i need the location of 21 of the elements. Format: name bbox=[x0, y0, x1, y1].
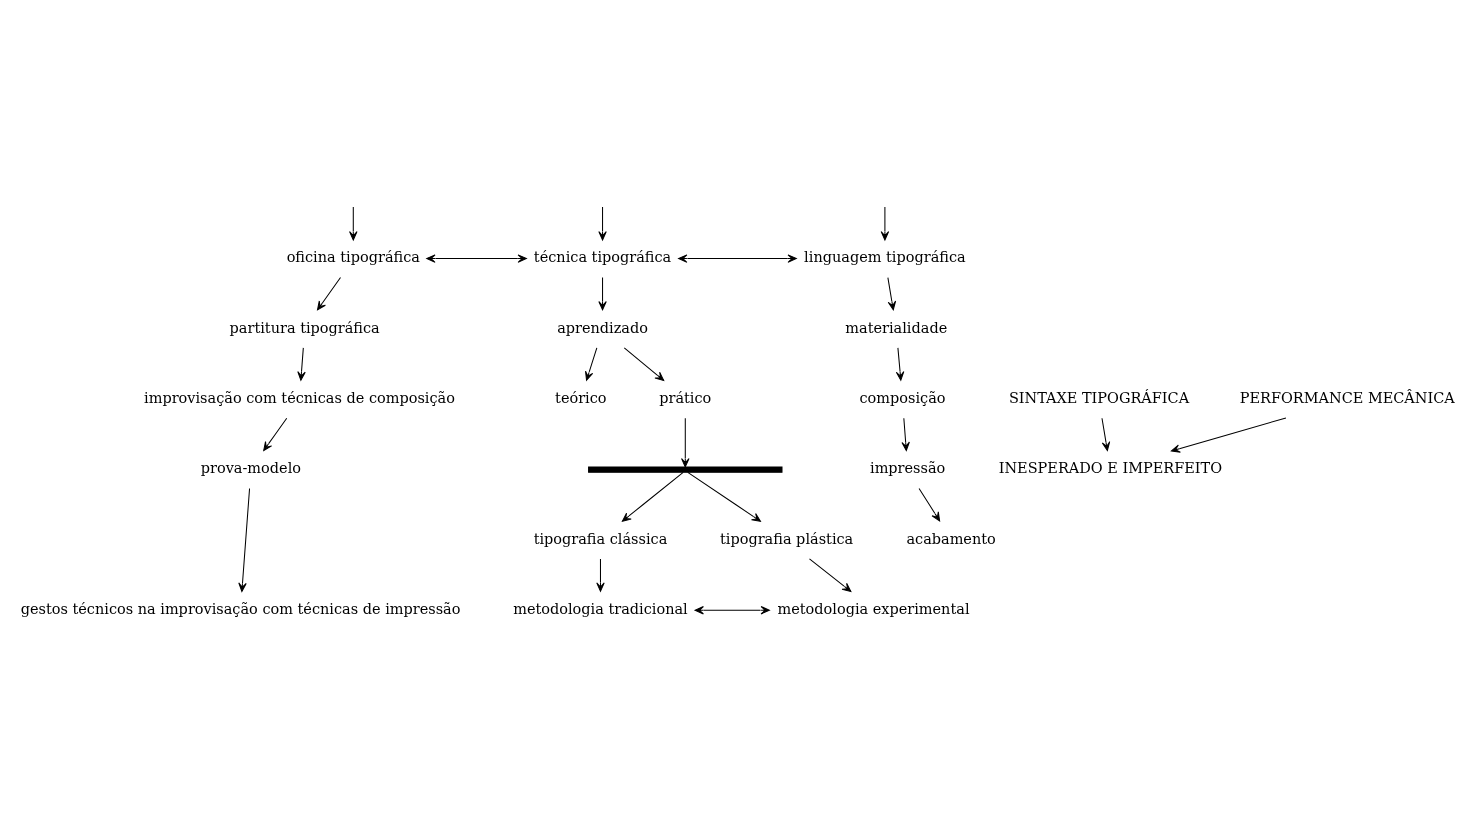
node-text: gestos técnicos na improvisação com técnicas de impressão bbox=[20, 600, 461, 617]
node-text: oficina tipográfica bbox=[286, 248, 420, 265]
node-text: PERFORMANCE MECÂNICA bbox=[1239, 389, 1455, 406]
node-text: aprendizado bbox=[557, 319, 648, 336]
node-text: prático bbox=[659, 389, 712, 406]
node-text: técnica tipográfica bbox=[533, 248, 672, 265]
node-text: tipografia clássica bbox=[533, 530, 668, 547]
node-text: materialidade bbox=[845, 319, 948, 336]
node-text: INESPERADO E IMPERFEITO bbox=[998, 459, 1222, 476]
node-text: tipografia plástica bbox=[720, 530, 854, 547]
node-text: impressão bbox=[870, 459, 946, 476]
node-text: SINTAXE TIPOGRÁFICA bbox=[1008, 389, 1190, 406]
node-text: prova-modelo bbox=[200, 459, 301, 476]
node-text: teórico bbox=[555, 389, 607, 406]
node-text: composição bbox=[859, 389, 946, 406]
node-text: partitura tipográfica bbox=[229, 319, 380, 336]
node-text: improvisação com técnicas de composição bbox=[144, 389, 455, 406]
node-text: metodologia tradicional bbox=[513, 600, 688, 617]
node-text: linguagem tipográfica bbox=[804, 248, 966, 265]
node-text: metodologia experimental bbox=[777, 600, 970, 617]
node-text: acabamento bbox=[906, 530, 996, 547]
